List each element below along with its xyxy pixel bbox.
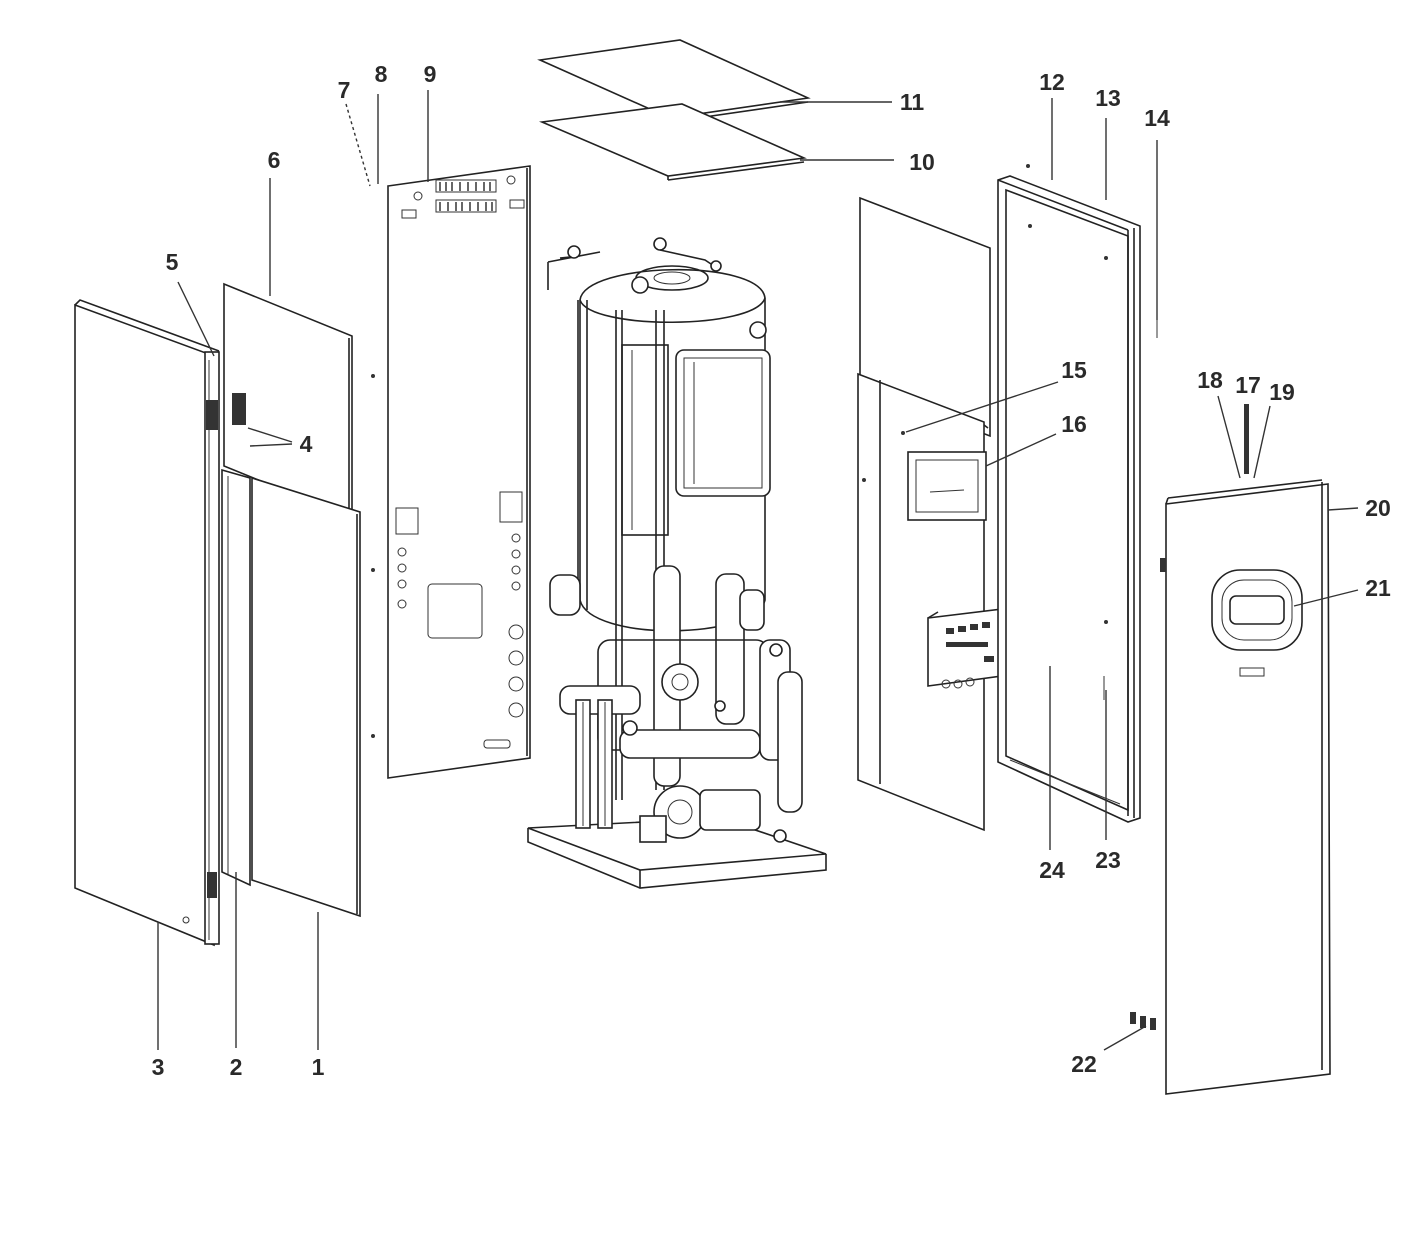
leader-lines	[157, 90, 1359, 1051]
central-unit-tank-assembly	[527, 237, 827, 889]
callout-21: 21	[1365, 575, 1391, 601]
callout-19: 19	[1269, 379, 1295, 405]
part-1-lower-panel	[251, 476, 361, 918]
callout-13: 13	[1095, 85, 1121, 111]
callout-18: 18	[1197, 367, 1223, 393]
callout-9: 9	[424, 61, 437, 87]
callout-11: 11	[900, 89, 925, 115]
callout-10: 10	[909, 149, 935, 175]
part-9-back-panel	[371, 165, 531, 779]
callout-8: 8	[375, 61, 388, 87]
part-20-right-front-door	[1130, 404, 1331, 1095]
part-15-right-inner-panel	[857, 196, 991, 832]
callout-4: 4	[300, 431, 313, 457]
callout-17: 17	[1235, 372, 1261, 398]
callout-15: 15	[1061, 357, 1087, 383]
callout-7: 7	[338, 77, 351, 103]
callout-20: 20	[1365, 495, 1391, 521]
part-10-top-plate	[538, 103, 807, 181]
callout-labels: 1 2 3 4 5 6 7 8 9 10 11 12 13 14 15 16 1…	[152, 61, 1391, 1080]
part-16-display	[907, 451, 987, 521]
callout-23: 23	[1095, 847, 1121, 873]
part-2-strip	[221, 468, 251, 887]
callout-14: 14	[1144, 105, 1170, 131]
part-22-screws	[1130, 1012, 1156, 1030]
callout-12: 12	[1039, 69, 1065, 95]
callout-22: 22	[1071, 1051, 1097, 1077]
callout-5: 5	[166, 249, 179, 275]
callout-16: 16	[1061, 411, 1087, 437]
callout-6: 6	[268, 147, 281, 173]
callout-24: 24	[1039, 857, 1065, 883]
callout-1: 1	[312, 1054, 325, 1080]
callout-2: 2	[230, 1054, 243, 1080]
part-12-13-right-frame	[997, 164, 1158, 823]
callout-3: 3	[152, 1054, 165, 1080]
part-3-left-panel	[74, 299, 220, 947]
part-21-display-window	[1211, 569, 1303, 651]
